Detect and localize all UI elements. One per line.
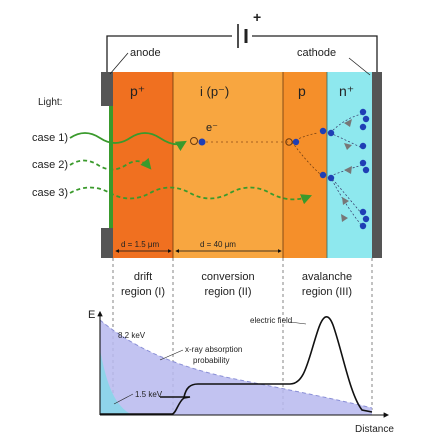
case-2-wave — [69, 157, 152, 171]
avalanche-electron — [359, 123, 367, 131]
anode-label: anode — [130, 47, 161, 59]
annotation-1-5keV-pointer — [113, 393, 134, 405]
bias-circuit: + — [106, 9, 378, 72]
cascade-track-2 — [291, 141, 321, 175]
annotation-1-5keV: 1.5 keV — [135, 390, 163, 399]
cascade-arrowhead — [342, 197, 349, 205]
anode-contact-bottom — [101, 228, 113, 258]
avalanche-region-name: avalanche — [302, 271, 352, 283]
battery-polarity-label: + — [253, 9, 261, 25]
anode-pointer — [109, 52, 129, 75]
light-title: Light: — [38, 97, 62, 108]
dimension-markers: d = 1.5 μm d = 40 μm — [115, 237, 282, 253]
absorption-8keV-curve — [99, 319, 373, 409]
case-3-label: case 3) — [32, 187, 68, 199]
cathode-label: cathode — [297, 47, 336, 59]
avalanche-electron — [362, 115, 370, 123]
avalanche-electron — [359, 142, 367, 150]
avalanche-electron — [319, 171, 327, 179]
avalanche-electron — [362, 215, 370, 223]
avalanche-electron — [359, 222, 367, 230]
annotation-8keV: 8.2 keV — [118, 331, 146, 340]
absorption-8keV-area — [100, 320, 372, 415]
intrinsic-region — [173, 72, 283, 258]
avalanche-electron — [359, 208, 367, 216]
avalanche-electron — [319, 127, 327, 135]
p-region — [283, 72, 327, 258]
field-pointer — [289, 321, 307, 325]
case-1-wave — [69, 132, 187, 152]
conversion-region-name-2: region (II) — [204, 286, 251, 298]
cascade-arrowhead — [344, 119, 352, 127]
charge-carriers: e⁻ — [190, 108, 370, 230]
electron — [198, 138, 206, 146]
p-region-label: p — [298, 83, 306, 99]
avalanche-cascade — [285, 108, 370, 230]
avalanche-electron — [327, 174, 335, 182]
entrance-window — [109, 106, 113, 228]
cascade-track-4 — [329, 132, 363, 149]
cascade-arrowhead — [344, 166, 352, 174]
field-label: electric field — [250, 316, 292, 325]
avalanche-electron — [292, 138, 300, 146]
anode-contact-top — [101, 72, 113, 106]
avalanche-electron — [359, 108, 367, 116]
field-profile-plot: E Distance 8.2 keV 1.5 keV x-ray absorpt… — [88, 309, 394, 435]
electron-label: e⁻ — [206, 122, 218, 134]
avalanche-hole — [285, 138, 293, 146]
incident-light: Light: case 1) case 2) case 3) — [32, 97, 313, 205]
avalanche-region-name-2: region (III) — [302, 286, 352, 298]
x-axis-label: Distance — [355, 424, 394, 435]
drift-region-name-2: region (I) — [121, 286, 165, 298]
avalanche-electron — [362, 166, 370, 174]
conversion-region-name: conversion — [201, 271, 254, 283]
cascade-track-1 — [291, 132, 319, 143]
intrinsic-label: i (p⁻) — [200, 84, 229, 99]
circuit-wire-left — [106, 35, 232, 72]
region-names: drift region (I) conversion region (II) … — [121, 271, 352, 298]
hole — [190, 137, 198, 145]
avalanche-electron — [359, 159, 367, 167]
drift-width-label: d = 1.5 μm — [121, 240, 160, 249]
avalanche-electron — [327, 129, 335, 137]
n-plus-label: n⁺ — [339, 83, 354, 99]
cascade-arrowhead — [341, 214, 348, 222]
case-2-label: case 2) — [32, 159, 68, 171]
cascade-arrowhead — [344, 143, 352, 150]
absorption-1-5keV-area — [100, 350, 132, 415]
absorption-label-1: x-ray absorption — [185, 345, 242, 354]
electric-field-curve — [100, 316, 373, 415]
drift-region-name: drift — [134, 271, 152, 283]
conversion-width-label: d = 40 μm — [200, 240, 236, 249]
y-axis-label: E — [88, 309, 95, 321]
circuit-wire-right — [252, 35, 378, 72]
p-plus-label: p⁺ — [130, 83, 145, 99]
p-plus-region — [113, 72, 173, 258]
device-structure: anode cathode p⁺ i (p⁻) p n⁺ — [101, 47, 382, 258]
cathode-pointer — [348, 57, 371, 76]
case-1-label: case 1) — [32, 132, 68, 144]
cathode-contact — [372, 72, 382, 258]
drift-width-label-bg — [119, 237, 169, 249]
absorption-label-2: probability — [193, 356, 229, 365]
absorption-pointer — [159, 349, 184, 361]
